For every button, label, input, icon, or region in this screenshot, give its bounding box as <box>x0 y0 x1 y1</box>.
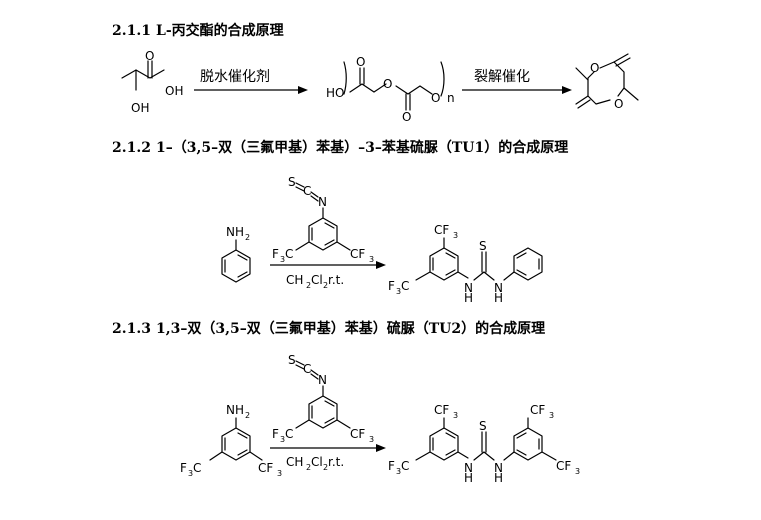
section-number: 2.1.3 <box>112 321 151 337</box>
section-heading-3: 2.1.3 1,3–双（3,5–双（三氟甲基）苯基）硫脲（TU2）的合成原理 <box>112 318 545 338</box>
subscript: 3 <box>549 411 554 420</box>
f3c-group: F <box>272 247 279 261</box>
f3c-group: C <box>285 247 293 261</box>
atom-label: O <box>383 77 392 91</box>
subscript: 3 <box>369 255 374 264</box>
subscript: 3 <box>188 469 193 478</box>
reaction-arrow-2: 裂解催化 <box>462 69 572 94</box>
atom-label: NH <box>226 403 244 417</box>
f3c-group: C <box>193 461 201 475</box>
section-heading-1: 2.1.1 L-丙交酯的合成原理 <box>112 20 284 40</box>
lactic-acid-structure: O OH OH <box>121 49 183 115</box>
reaction-condition: CH <box>286 273 303 287</box>
bis-cf3-aniline-structure: NH 2 CF 3 F 3 C <box>180 403 282 478</box>
subscript: 3 <box>396 287 401 296</box>
isothiocyanate-reagent: S C N CF 3 F 3 C <box>272 353 374 444</box>
subscript: 2 <box>245 233 250 242</box>
atom-label: S <box>479 239 487 253</box>
f3c-group: F <box>272 427 279 441</box>
reaction-condition: r.t. <box>328 455 344 469</box>
atom-label: H <box>464 471 473 485</box>
f3c-group: F <box>180 461 187 475</box>
f3c-group: F <box>388 279 395 293</box>
subscript: 3 <box>396 467 401 476</box>
atom-label: H <box>494 291 503 305</box>
atom-label: C <box>303 184 311 198</box>
subscript: 3 <box>277 469 282 478</box>
section-title: L-丙交酯的合成原理 <box>156 23 284 39</box>
subscript: 3 <box>369 435 374 444</box>
section-title: 1,3–双（3,5–双（三氟甲基）苯基）硫脲（TU2）的合成原理 <box>156 321 546 337</box>
section-number: 2.1.1 <box>112 23 151 39</box>
reaction-arrow-4: CH 2 Cl 2 r.t. <box>270 444 386 472</box>
subscript: 2 <box>306 281 311 290</box>
cf3-group: CF <box>258 461 273 475</box>
atom-label: C <box>303 362 311 376</box>
repeat-unit-n: n <box>447 91 455 105</box>
reaction-arrow-1: 脱水催化剂 <box>194 69 308 94</box>
lactide-structure: O O <box>575 53 639 111</box>
reaction-condition: 脱水催化剂 <box>200 69 270 85</box>
isothiocyanate-reagent: S C N CF 3 F 3 C <box>272 175 374 264</box>
subscript: 3 <box>575 467 580 476</box>
atom-label: S <box>479 419 487 433</box>
atom-label: N <box>464 281 473 295</box>
atom-label: O <box>614 97 623 111</box>
subscript: 2 <box>306 463 311 472</box>
atom-label: N <box>318 195 327 209</box>
polylactide-structure: HO O O O O n <box>326 55 455 124</box>
cf3-group: CF <box>434 403 449 417</box>
atom-label: H <box>494 471 503 485</box>
atom-label: OH <box>131 101 149 115</box>
reaction-condition: CH <box>286 455 303 469</box>
atom-label: O <box>145 49 154 63</box>
atom-label: N <box>494 461 503 475</box>
aniline-structure: NH 2 <box>221 225 251 283</box>
cf3-group: CF <box>350 427 365 441</box>
atom-label: HO <box>326 86 344 100</box>
atom-label: O <box>356 55 365 69</box>
f3c-group: C <box>401 279 409 293</box>
reaction-condition: r.t. <box>328 273 344 287</box>
subscript: 3 <box>453 411 458 420</box>
atom-label: N <box>318 373 327 387</box>
subscript: 2 <box>323 463 328 472</box>
atom-label: N <box>494 281 503 295</box>
f3c-group: C <box>285 427 293 441</box>
reaction-condition: Cl <box>311 455 323 469</box>
f3c-group: F <box>388 459 395 473</box>
tu1-product-structure: CF 3 F 3 C N H S N H <box>388 223 543 305</box>
atom-label: H <box>464 291 473 305</box>
atom-label: S <box>288 175 296 189</box>
cf3-group: CF <box>530 403 545 417</box>
atom-label: OH <box>165 84 183 98</box>
reaction-arrow-3: CH 2 Cl 2 r.t. <box>270 261 386 290</box>
cf3-group: CF <box>350 247 365 261</box>
tu2-product-structure: CF 3 F 3 C N H S N H CF 3 CF 3 <box>388 403 580 485</box>
cf3-group: CF <box>434 223 449 237</box>
reaction-condition: 裂解催化 <box>474 69 530 85</box>
atom-label: NH <box>226 225 244 239</box>
f3c-group: C <box>401 459 409 473</box>
subscript: 2 <box>245 411 250 420</box>
subscript: 3 <box>453 231 458 240</box>
atom-label: N <box>464 461 473 475</box>
section-heading-2: 2.1.2 1–（3,5–双（三氟甲基）苯基）–3–苯基硫脲（TU1）的合成原理 <box>112 137 568 157</box>
section-number: 2.1.2 <box>112 140 151 156</box>
atom-label: O <box>590 61 599 75</box>
cf3-group: CF <box>556 459 571 473</box>
atom-label: O <box>431 91 440 105</box>
atom-label: S <box>288 353 296 367</box>
subscript: 2 <box>323 281 328 290</box>
atom-label: O <box>402 110 411 124</box>
subscript: 3 <box>280 255 285 264</box>
section-title: 1–（3,5–双（三氟甲基）苯基）–3–苯基硫脲（TU1）的合成原理 <box>156 140 569 156</box>
subscript: 3 <box>280 435 285 444</box>
reaction-condition: Cl <box>311 273 323 287</box>
